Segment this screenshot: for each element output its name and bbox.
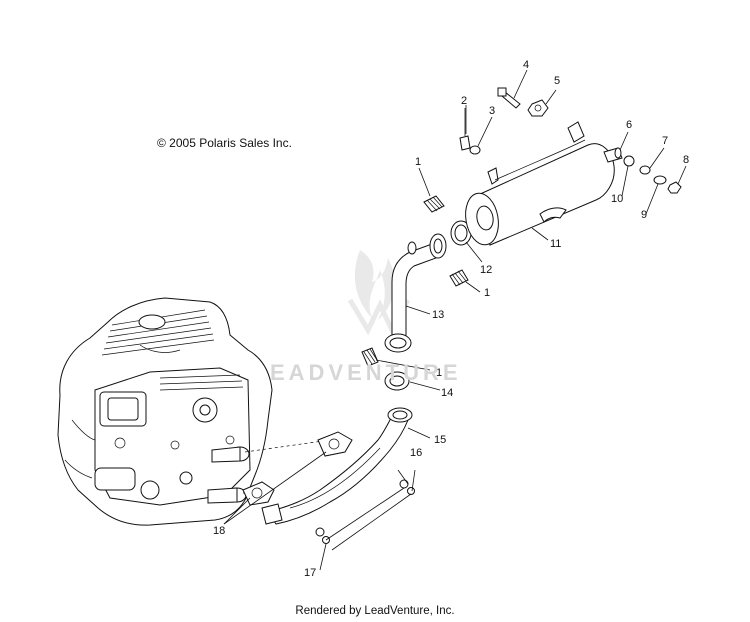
part-12-gasket [450, 220, 472, 246]
part-11-muffler [465, 121, 615, 246]
callout-12: 12 [480, 264, 492, 276]
muffler-hardware [459, 87, 682, 194]
part-15-y-pipe [261, 407, 413, 525]
callout-11: 11 [550, 238, 561, 250]
callout-5: 5 [554, 75, 560, 87]
callout-7: 7 [662, 135, 668, 147]
part-18-gaskets [242, 431, 353, 506]
callout-18: 18 [213, 525, 225, 537]
callout-9: 9 [641, 209, 647, 221]
callout-1-mid: 1 [484, 287, 490, 299]
callout-3: 3 [489, 105, 495, 117]
callout-15: 15 [434, 434, 446, 446]
callout-1-top: 1 [415, 156, 421, 168]
callout-13: 13 [432, 309, 444, 321]
callout-1-low: 1 [436, 367, 442, 379]
engine-assembly [57, 297, 273, 526]
watermark-text: EADVENTURE [270, 360, 462, 385]
callout-leaders [223, 69, 687, 571]
callout-10: 10 [611, 193, 623, 205]
callout-8: 8 [683, 154, 689, 166]
copyright-text: © 2005 Polaris Sales Inc. [157, 136, 292, 150]
callout-14: 14 [441, 387, 453, 399]
callout-17: 17 [304, 567, 316, 579]
callout-6: 6 [626, 119, 632, 131]
callout-numbers: 1 1 1 2 3 4 5 6 7 8 9 10 11 12 13 14 15 … [213, 59, 689, 579]
callout-2: 2 [461, 95, 467, 107]
part-14-gasket [384, 371, 410, 391]
part-1-springs [361, 195, 469, 367]
callout-4: 4 [523, 59, 529, 71]
part-16-17-hardware [315, 469, 416, 551]
footer-text: Rendered by LeadVenture, Inc. [295, 605, 455, 617]
part-13-pipe [384, 233, 447, 353]
callout-16: 16 [410, 447, 422, 459]
